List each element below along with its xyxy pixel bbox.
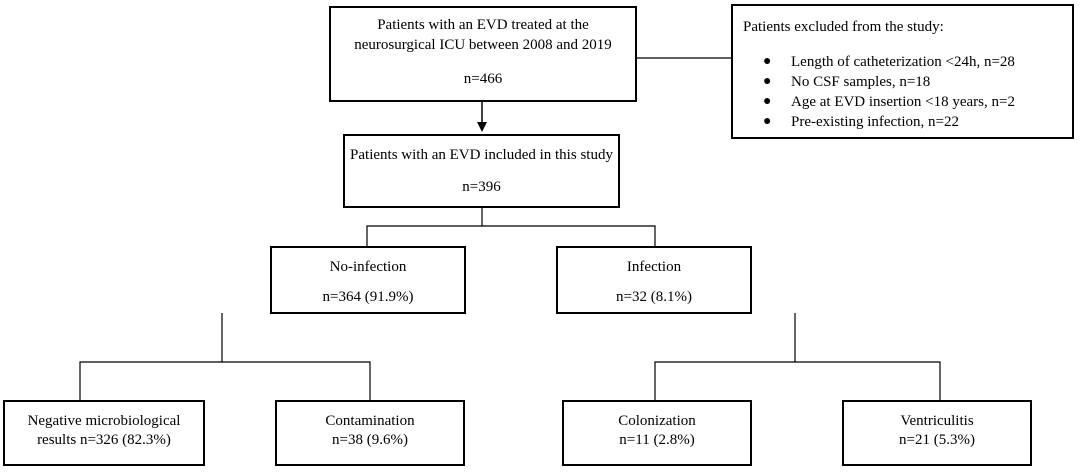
- excluded-item: ●Length of catheterization <24h, n=28: [763, 54, 1015, 70]
- contamination-box: Contamination n=38 (9.6%): [275, 400, 465, 466]
- ventriculitis-label: Ventriculitis: [900, 413, 974, 429]
- excluded-title: Patients excluded from the study:: [743, 19, 944, 35]
- infection-box: Infection n=32 (8.1%): [556, 246, 752, 314]
- colonization-box: Colonization n=11 (2.8%): [562, 400, 752, 466]
- excluded-list: ●Length of catheterization <24h, n=28 ●N…: [763, 52, 1015, 132]
- excluded-item: ●No CSF samples, n=18: [763, 74, 931, 90]
- bullet-icon: ●: [763, 74, 772, 89]
- excluded-item: ●Pre-existing infection, n=22: [763, 114, 960, 130]
- ventriculitis-box: Ventriculitis n=21 (5.3%): [842, 400, 1032, 466]
- split-connector-3: [654, 313, 796, 400]
- total-patients-line1: Patients with an EVD treated at the: [377, 17, 589, 33]
- ventriculitis-count: n=21 (5.3%): [899, 432, 975, 448]
- colonization-label: Colonization: [618, 413, 696, 429]
- split-connector-1b: [482, 225, 656, 246]
- negative-results-line1: Negative microbiological: [27, 413, 181, 429]
- total-patients-line2: neurosurgical ICU between 2008 and 2019: [354, 37, 612, 53]
- negative-results-box: Negative microbiological results n=326 (…: [3, 400, 205, 466]
- split-connector-2: [79, 313, 223, 400]
- bullet-icon: ●: [763, 94, 772, 109]
- negative-results-line2: results n=326 (82.3%): [37, 432, 171, 448]
- split-connector-2b: [222, 361, 371, 400]
- total-patients-box: Patients with an EVD treated at the neur…: [329, 6, 637, 102]
- split-connector-1: [366, 207, 483, 246]
- included-label: Patients with an EVD included in this st…: [350, 147, 613, 163]
- no-infection-box: No-infection n=364 (91.9%): [270, 246, 466, 314]
- included-box: Patients with an EVD included in this st…: [343, 134, 620, 208]
- total-patients-count: n=466: [463, 71, 503, 87]
- contamination-label: Contamination: [325, 413, 415, 429]
- contamination-count: n=38 (9.6%): [332, 432, 408, 448]
- included-count: n=396: [462, 179, 501, 195]
- infection-label: Infection: [626, 259, 682, 275]
- excluded-item: ●Age at EVD insertion <18 years, n=2: [763, 94, 1015, 110]
- colonization-count: n=11 (2.8%): [619, 432, 695, 448]
- no-infection-count: n=364 (91.9%): [322, 289, 414, 305]
- no-infection-label: No-infection: [329, 259, 407, 275]
- infection-count: n=32 (8.1%): [616, 289, 692, 305]
- bullet-icon: ●: [763, 54, 772, 69]
- split-connector-3b: [795, 361, 941, 400]
- bullet-icon: ●: [763, 114, 772, 129]
- excluded-box: Patients excluded from the study: ●Lengt…: [731, 4, 1074, 139]
